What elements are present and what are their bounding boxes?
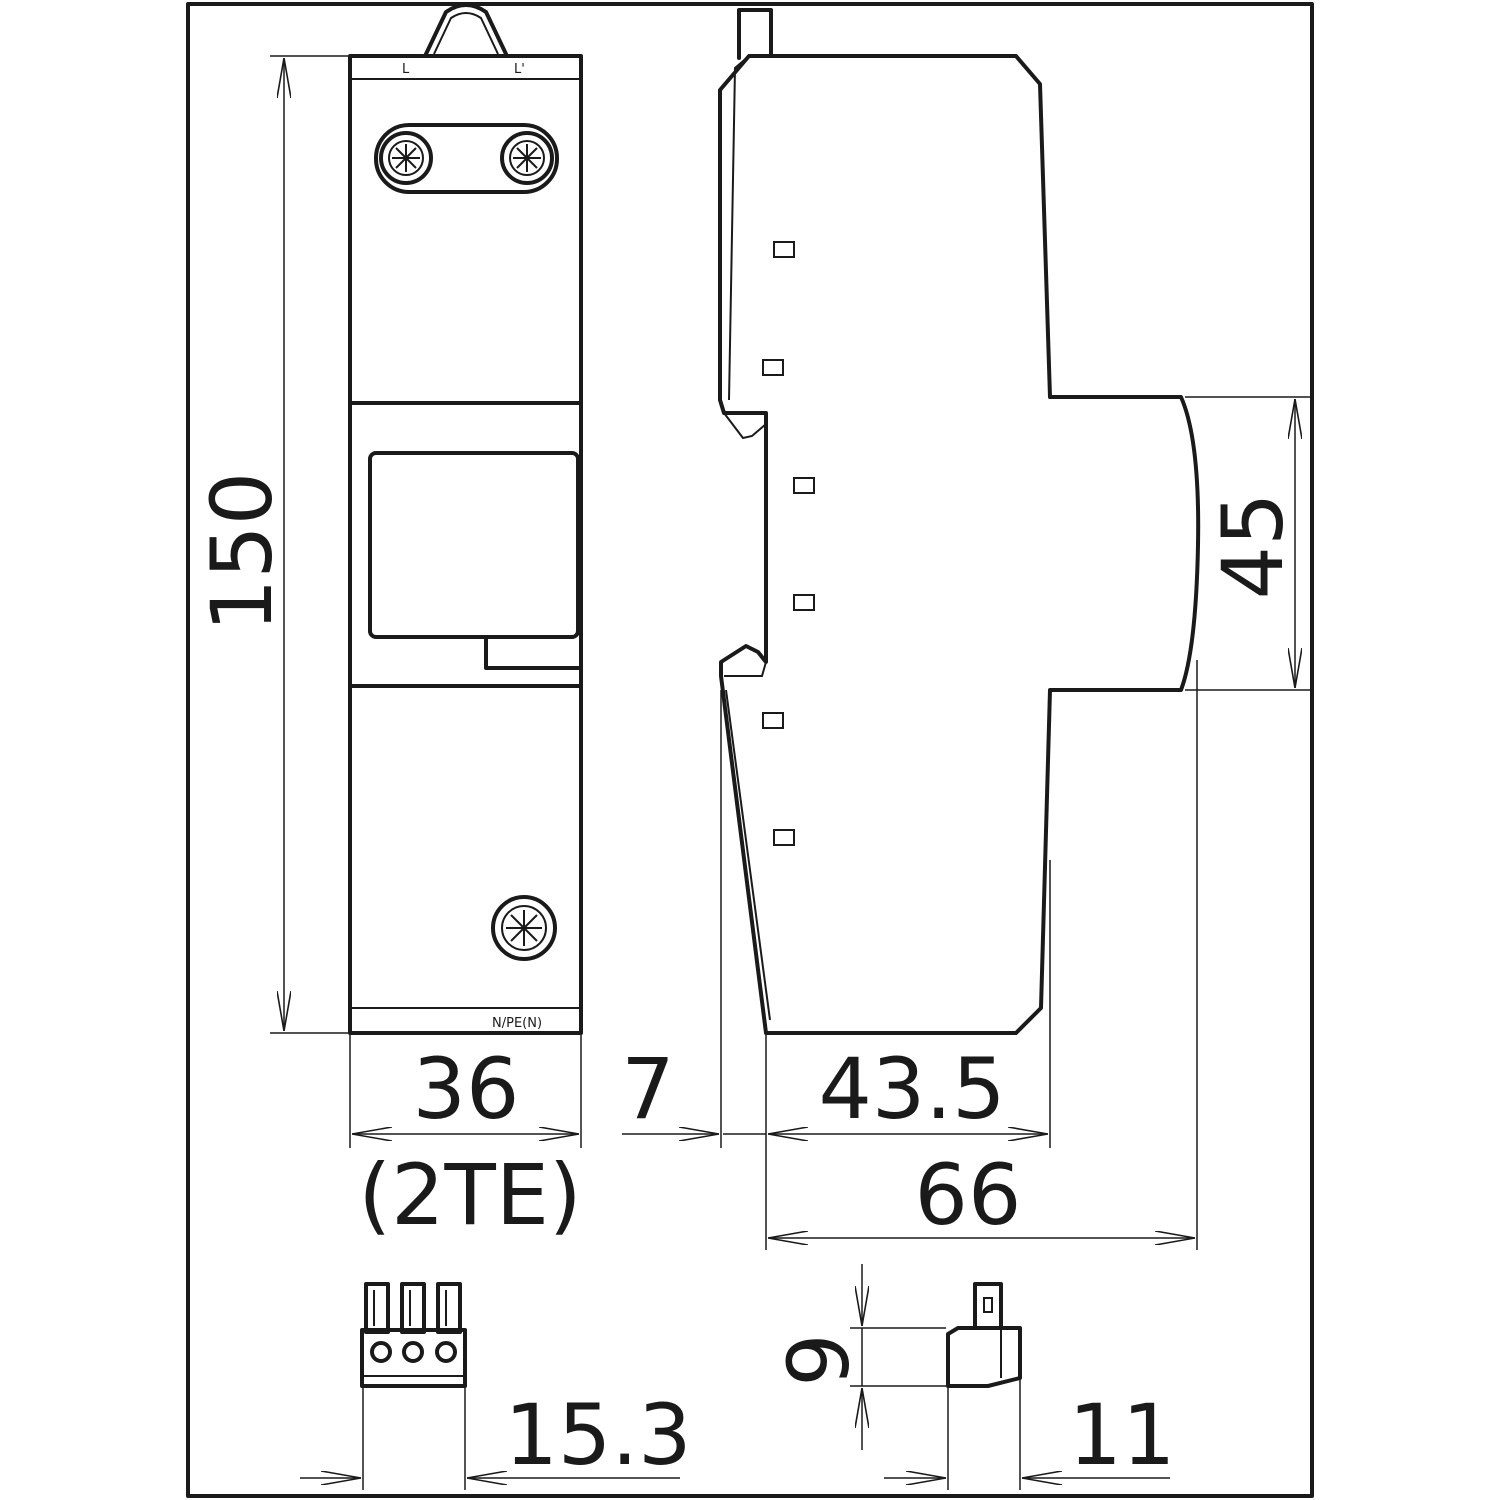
terminal-screw-icon [491,895,557,961]
dimension-rail-offset: 7 [621,690,766,1148]
terminal-label-l-prime: L' [514,62,525,77]
dimension-connector-height-label: 9 [770,1333,868,1386]
drawing-frame [186,2,1314,1498]
connector-front-view [360,1282,467,1388]
dimension-front-height: 45 [1185,396,1310,691]
dimension-depth-total: 66 [768,660,1198,1250]
dimension-width-label: 36 [413,1040,520,1138]
dimension-connector-height: 9 [770,1264,946,1450]
dimension-depth-front-label: 43.5 [818,1040,1005,1138]
front-view: L L' N/PE(N) [348,3,583,1035]
terminal-label-l: L [402,62,410,77]
dimension-height: 150 [193,55,348,1034]
connector-side-view [946,1282,1022,1388]
device-body-side [718,54,1201,1035]
status-window [368,451,580,639]
hanging-loop [424,3,508,56]
terminal-label-npe: N/PE(N) [492,1016,542,1031]
dimension-connector-depth-label: 11 [1069,1386,1176,1484]
terminal-screw-icon [500,131,554,185]
dimension-front-height-label: 45 [1204,493,1302,600]
dimension-depth-total-label: 66 [915,1146,1022,1244]
terminal-bridge [374,123,559,194]
dimension-width-units: (2TE) [358,1146,581,1244]
terminal-screw-icon [379,131,433,185]
dimension-rail-offset-label: 7 [621,1040,674,1138]
dimension-width: 36 (2TE) [349,1035,582,1244]
device-body-front [348,54,583,1035]
dimension-connector-width-label: 15.3 [504,1386,691,1484]
dimension-connector-depth: 11 [884,1380,1175,1490]
dimension-depth-front: 43.5 [765,860,1051,1250]
side-view [718,8,1201,1035]
dimension-connector-width: 15.3 [300,1386,692,1490]
dimension-height-label: 150 [193,472,291,632]
